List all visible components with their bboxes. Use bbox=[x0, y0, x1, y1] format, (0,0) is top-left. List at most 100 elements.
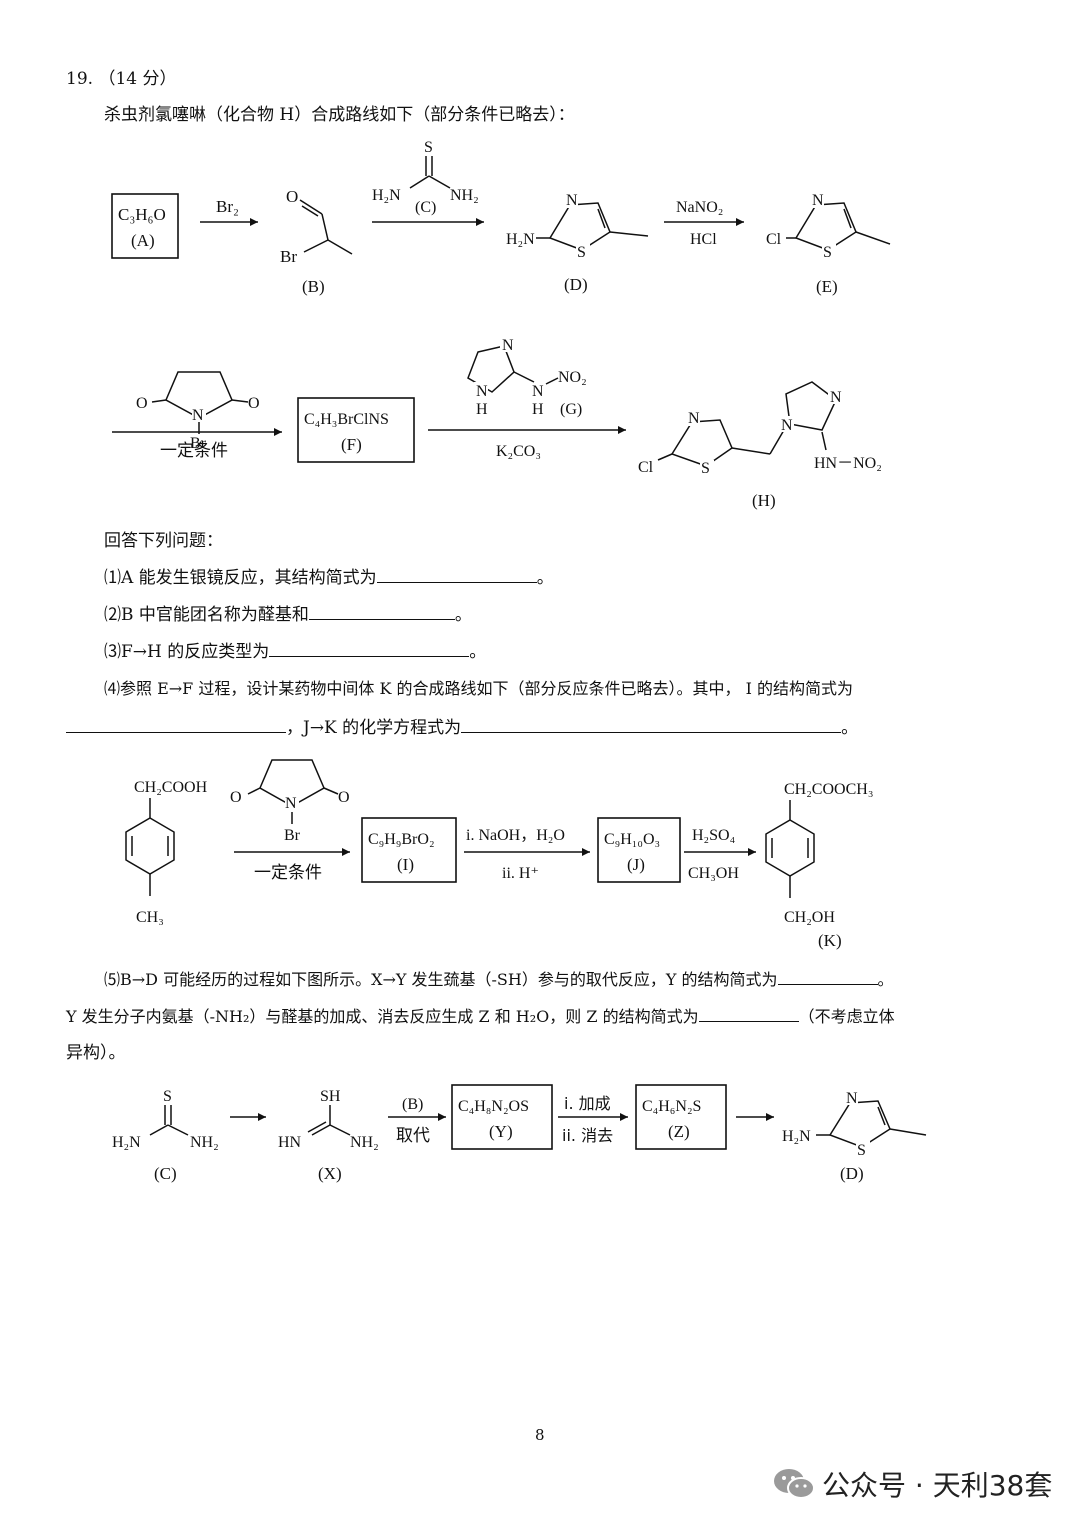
q5-blank-Y[interactable] bbox=[777, 968, 878, 985]
question-number: 19. （14 分） bbox=[66, 68, 177, 90]
s4-Y-label: (Y) bbox=[489, 1122, 513, 1141]
wechat-icon bbox=[774, 1469, 815, 1499]
answers-heading: 回答下列问题： bbox=[104, 531, 223, 551]
D-dbl bbox=[597, 208, 606, 229]
B-bond4 bbox=[303, 239, 329, 253]
reagent-CH3OH: CH₃OH bbox=[688, 865, 739, 882]
arrow-start-I-head bbox=[342, 848, 350, 856]
NBS-co2 bbox=[231, 399, 249, 403]
NBS-ring bbox=[165, 371, 233, 419]
H-N2: N bbox=[781, 417, 793, 434]
B-bond2 bbox=[321, 213, 329, 241]
arrow-D-E-head bbox=[736, 218, 744, 226]
s4-C-NH2: NH₂ bbox=[190, 1134, 219, 1151]
s4-X-l bbox=[311, 1124, 331, 1136]
NBS2-Br: Br bbox=[284, 827, 301, 844]
q5-line1-text: ⑸B→D 可能经历的过程如下图所示。X→Y 发生巯基（-SH）参与的取代反应，Y… bbox=[104, 970, 778, 989]
q4-blank-eq[interactable] bbox=[461, 716, 842, 733]
watermark-text: 公众号 · 天利38套 bbox=[822, 1469, 1053, 1502]
H-HN-NO2: HN－NO₂ bbox=[814, 455, 882, 472]
reagent-ii: ii. H⁺ bbox=[502, 865, 539, 882]
G-NH2: N bbox=[532, 383, 544, 400]
B-bond1b bbox=[301, 205, 319, 217]
arrow-B-D-head bbox=[476, 218, 484, 226]
H-Cl-bond bbox=[657, 453, 673, 461]
C-bond-l bbox=[409, 175, 430, 189]
scheme-1: C₃H₆O (A) Br₂ O Br (B) S H₂N (C) NH₂ N S… bbox=[111, 139, 891, 296]
C-NH2: NH₂ bbox=[450, 187, 479, 204]
K-label: (K) bbox=[818, 931, 842, 950]
q1: ⑴A 能发生银镜反应，其结构简式为。 bbox=[104, 566, 554, 589]
s4-reagent-add: i. 加成 bbox=[564, 1094, 611, 1113]
reagent-H2SO4: H₂SO₄ bbox=[692, 827, 736, 844]
q3-blank[interactable] bbox=[269, 640, 470, 657]
NBS-N: N bbox=[192, 407, 204, 424]
q4-blank-I[interactable] bbox=[66, 716, 286, 733]
H-side-bond bbox=[821, 431, 827, 451]
q4-line1: ⑷参照 E→F 过程，设计某药物中间体 K 的合成路线如下（部分反应条件已略去）… bbox=[104, 679, 853, 698]
K-CH2OH: CH₂OH bbox=[784, 909, 835, 926]
A-label: (A) bbox=[131, 231, 155, 250]
scheme-3: CH₂COOH CH₃ N O O Br 一定条件 C₉H₉BrO₂ (I) i… bbox=[125, 759, 873, 950]
q5-blank-Z[interactable] bbox=[698, 1005, 799, 1022]
NBS2-N: N bbox=[285, 795, 297, 812]
C-S: S bbox=[424, 139, 433, 156]
s4-D-N: N bbox=[846, 1090, 858, 1107]
s4-C-r bbox=[167, 1124, 189, 1136]
K-ring bbox=[765, 819, 815, 877]
s4-Z-label: (Z) bbox=[668, 1122, 690, 1141]
NBS2-ring bbox=[259, 759, 325, 807]
G-NO2-bond bbox=[545, 377, 559, 385]
NBS-co1 bbox=[151, 399, 167, 403]
s4-D-ring bbox=[828, 1100, 891, 1148]
q3-text: ⑶F→H 的反应类型为 bbox=[104, 642, 270, 662]
q2-blank[interactable] bbox=[308, 603, 455, 620]
F-label: (F) bbox=[341, 435, 362, 454]
q4-line2: ，J→K 的化学方程式为。 bbox=[66, 716, 858, 739]
NBS-O1: O bbox=[136, 395, 148, 412]
start-CH2COOH: CH₂COOH bbox=[134, 779, 208, 796]
NBS-Br: Br bbox=[190, 435, 207, 452]
E-N: N bbox=[812, 192, 824, 209]
D-label: (D) bbox=[564, 275, 588, 294]
s4-D-S: S bbox=[857, 1142, 866, 1159]
q5-line3: 异构）。 bbox=[66, 1043, 126, 1063]
NBS2-co1 bbox=[247, 787, 261, 795]
q1-text: ⑴A 能发生银镜反应，其结构简式为 bbox=[104, 568, 377, 588]
s4-C-S: S bbox=[163, 1088, 172, 1105]
s4-arrow-Z-D-head bbox=[766, 1113, 774, 1121]
watermark: 公众号 · 天利38套 bbox=[772, 1462, 1062, 1506]
NBS-O2: O bbox=[248, 395, 260, 412]
arrow-J-K-head bbox=[748, 848, 756, 856]
E-dbl bbox=[843, 208, 852, 229]
H-N1: N bbox=[688, 410, 700, 427]
s4-X-NH2: NH₂ bbox=[350, 1134, 379, 1151]
s4-C-H2N: H₂N bbox=[112, 1134, 141, 1151]
E-ring bbox=[794, 202, 857, 251]
s4-X-label: (X) bbox=[318, 1164, 342, 1183]
box-Z bbox=[635, 1084, 727, 1150]
G-H1: H bbox=[476, 401, 488, 418]
q2: ⑵B 中官能团名称为醛基和。 bbox=[104, 603, 472, 626]
s4-C-label: (C) bbox=[154, 1164, 177, 1183]
G-label: (G) bbox=[560, 401, 582, 418]
B-Br: Br bbox=[280, 247, 297, 266]
q1-blank[interactable] bbox=[376, 566, 537, 583]
s4-reagent-sub: 取代 bbox=[396, 1126, 430, 1146]
reagent-NaNO2: NaNO₂ bbox=[676, 199, 723, 216]
arrow-E-F-head bbox=[274, 428, 282, 436]
G-ring bbox=[467, 345, 515, 393]
D-H2N: H₂N bbox=[506, 231, 535, 248]
box-I bbox=[361, 817, 457, 883]
q2-text: ⑵B 中官能团名称为醛基和 bbox=[104, 605, 309, 625]
H-N3: N bbox=[830, 389, 842, 406]
B-label: (B) bbox=[302, 277, 325, 296]
D-ring bbox=[548, 202, 611, 251]
G-bond bbox=[513, 371, 535, 383]
s4-D-label: (D) bbox=[840, 1164, 864, 1183]
NBS2-O2: O bbox=[338, 789, 350, 806]
J-formula: C₉H₁₀O₃ bbox=[604, 831, 660, 848]
reagent-Br2: Br₂ bbox=[216, 197, 239, 216]
q4-post: 。 bbox=[841, 718, 859, 738]
start-ring bbox=[125, 817, 175, 875]
